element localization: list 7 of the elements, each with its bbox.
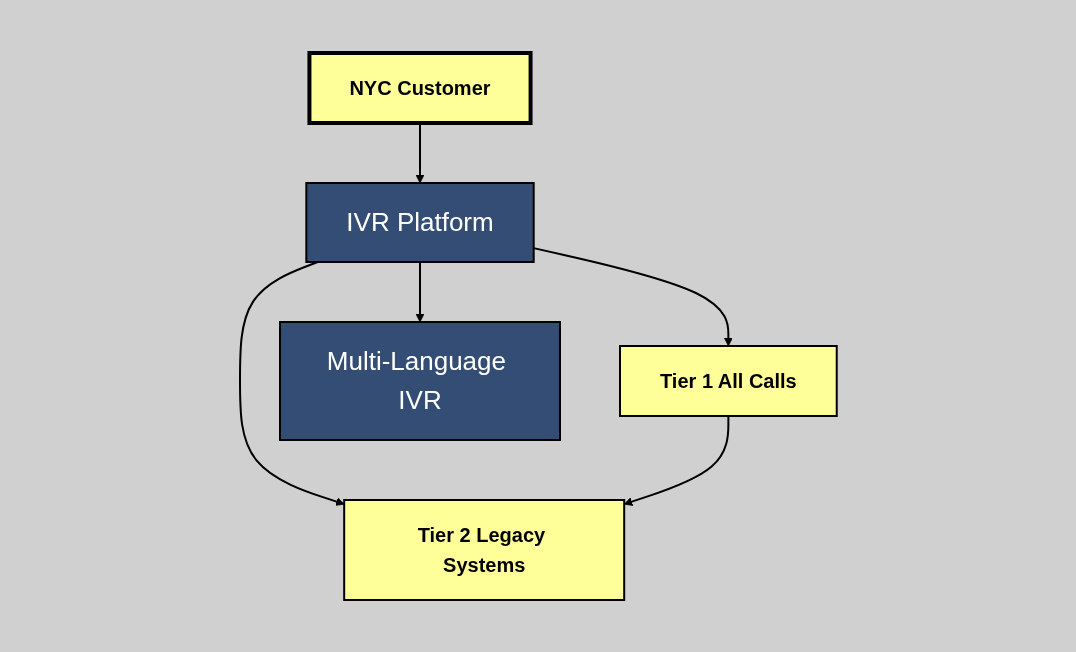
node-box: IVR Platform — [304, 181, 535, 263]
node-box: Tier 2 Legacy Systems — [342, 498, 625, 601]
arrow — [623, 414, 729, 506]
node-box: NYC Customer — [307, 50, 533, 125]
arrow — [415, 260, 425, 322]
node-box: Tier 1 All Calls — [618, 344, 838, 417]
node-box: Multi-Language IVR — [278, 320, 561, 441]
